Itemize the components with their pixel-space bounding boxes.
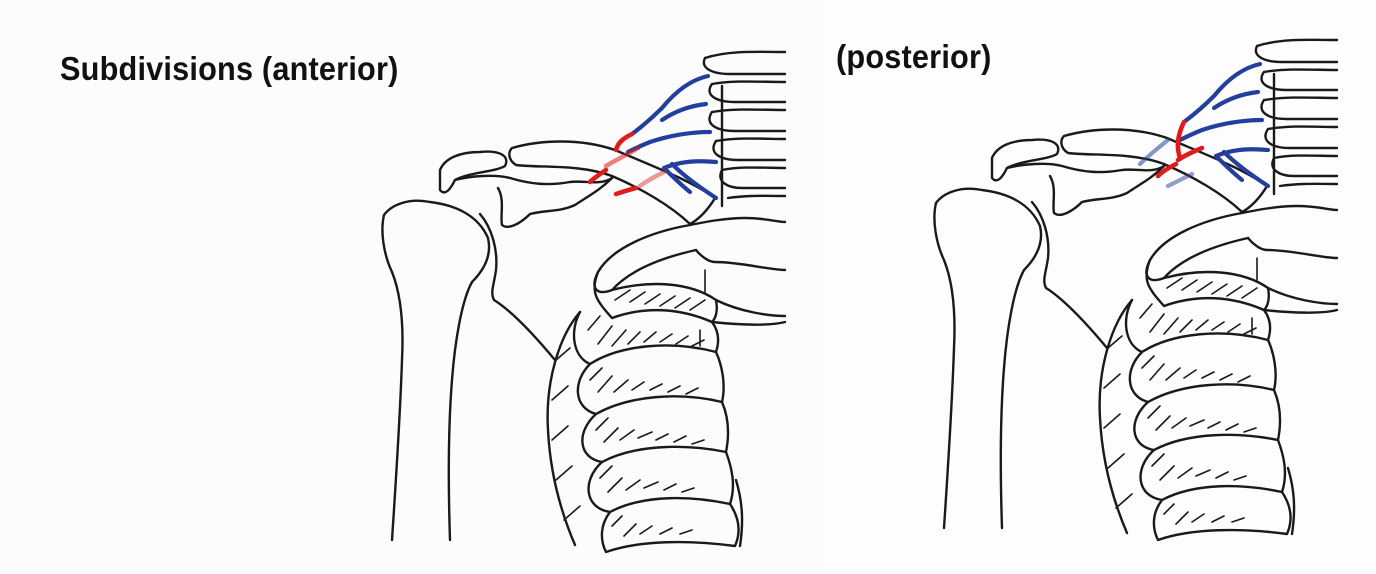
posterior-plexus-blue (1137, 61, 1271, 189)
posterior-title: (posterior) (836, 38, 992, 75)
anterior-divisions-red (587, 131, 667, 197)
posterior-divisions-red (1155, 119, 1205, 179)
posterior-shoulder-illustration (933, 38, 1339, 542)
anterior-plexus-blue (625, 73, 719, 201)
anterior-shoulder-illustration (381, 50, 787, 554)
anterior-title: Subdivisions (anterior) (60, 50, 399, 87)
